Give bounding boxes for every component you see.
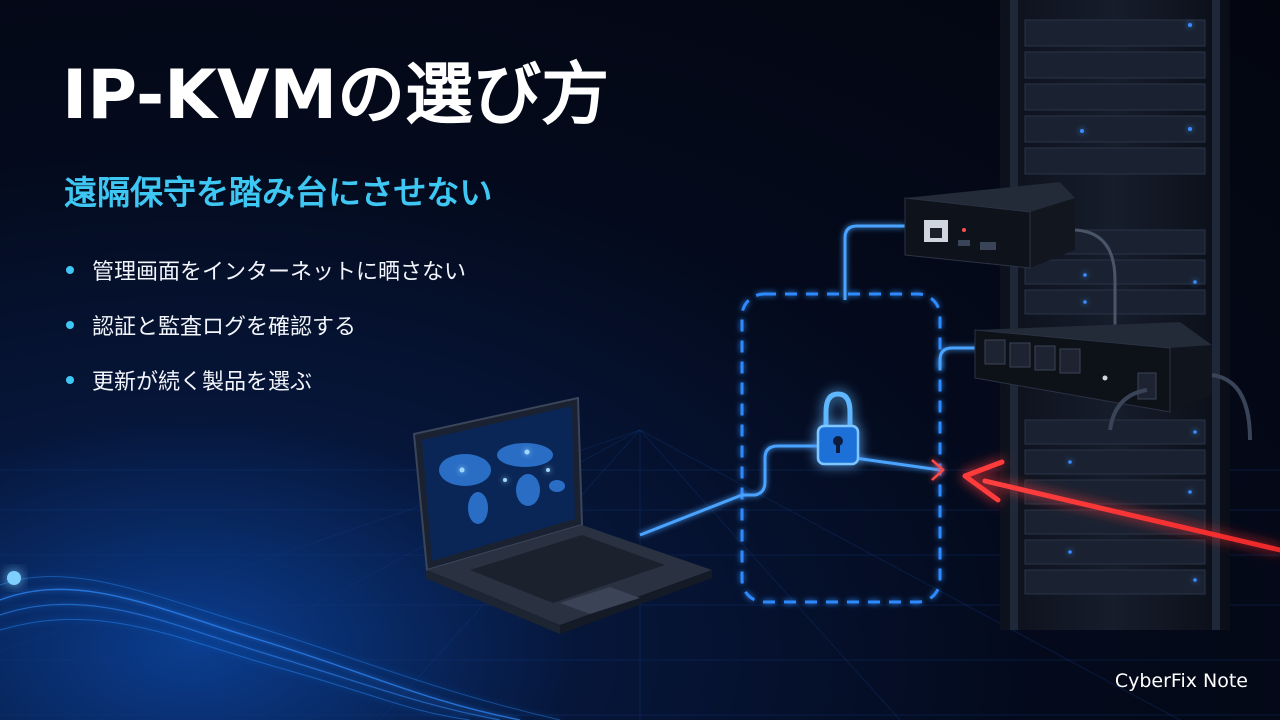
list-item: 認証と監査ログを確認する (66, 307, 466, 343)
padlock-icon (816, 391, 860, 466)
page-title: IP-KVMの選び方 (62, 56, 610, 135)
power-strip-icon (974, 322, 1252, 441)
list-item-text: 認証と監査ログを確認する (92, 315, 357, 340)
list-item: 管理画面をインターネットに晒さない (66, 252, 466, 288)
laptop-icon (412, 396, 712, 634)
bullet-list: 管理画面をインターネットに晒さない 認証と監査ログを確認する 更新が続く製品を選… (66, 252, 466, 417)
security-boundary (740, 292, 942, 604)
list-item-text: 更新が続く製品を選ぶ (92, 370, 313, 395)
list-item-text: 管理画面をインターネットに晒さない (92, 260, 467, 285)
bullet-dot-icon (66, 376, 74, 384)
world-map-icon (439, 443, 565, 524)
bullet-dot-icon (66, 266, 74, 274)
wave-spark (7, 571, 21, 585)
attack-arrow-icon (962, 459, 1280, 553)
kvm-device-icon (904, 182, 1117, 330)
page-subtitle: 遠隔保守を踏み台にさせない (64, 173, 493, 212)
secure-connection (639, 224, 980, 537)
brand-label: CyberFix Note (1114, 670, 1248, 692)
list-item: 更新が続く製品を選ぶ (66, 362, 466, 398)
data-wave (0, 575, 561, 720)
bullet-dot-icon (66, 321, 74, 329)
